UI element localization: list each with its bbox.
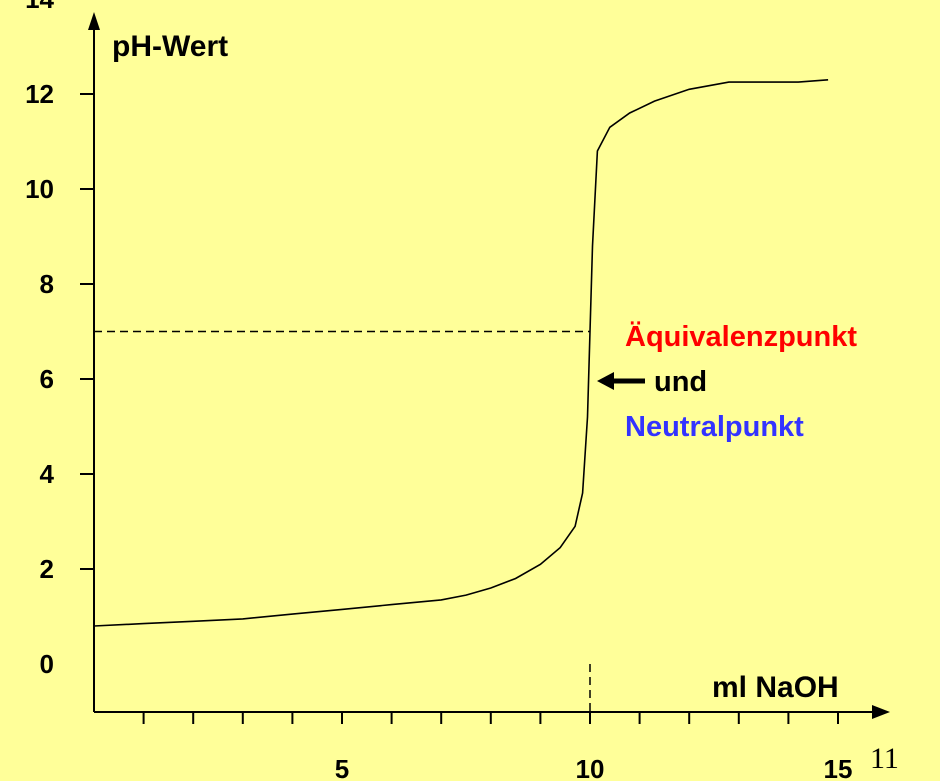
y-tick-labels: 0 2 4 6 8 10 12 14 — [25, 0, 54, 679]
y-tick-label-2: 2 — [40, 554, 54, 584]
annotation-arrow — [597, 372, 645, 390]
x-tick-label-5: 5 — [335, 754, 349, 781]
y-tick-label-8: 8 — [40, 269, 54, 299]
reference-lines — [94, 330, 591, 712]
page-number: 11 — [870, 742, 899, 775]
y-tick-label-6: 6 — [40, 364, 54, 394]
x-tick-labels: 5 10 15 — [335, 754, 853, 781]
y-axis-arrow — [88, 12, 100, 30]
titration-curve — [93, 79, 829, 627]
x-tick-label-10: 10 — [576, 754, 605, 781]
x-axis-arrow — [872, 705, 890, 719]
annotation-aequivalenzpunkt: Äquivalenzpunkt — [625, 320, 857, 353]
x-axis-title: ml NaOH — [712, 671, 839, 704]
y-tick-label-12: 12 — [25, 79, 54, 109]
y-tick-label-0: 0 — [40, 649, 54, 679]
x-tick-label-15: 15 — [824, 754, 853, 781]
y-ticks — [80, 93, 94, 570]
annotation-neutralpunkt: Neutralpunkt — [625, 411, 804, 443]
y-tick-label-4: 4 — [40, 459, 55, 489]
y-tick-label-10: 10 — [25, 174, 54, 204]
x-ticks — [142, 712, 839, 724]
y-tick-label-14: 14 — [25, 0, 54, 14]
y-axis-title: pH-Wert — [112, 30, 228, 63]
annotation-und: und — [654, 366, 707, 398]
